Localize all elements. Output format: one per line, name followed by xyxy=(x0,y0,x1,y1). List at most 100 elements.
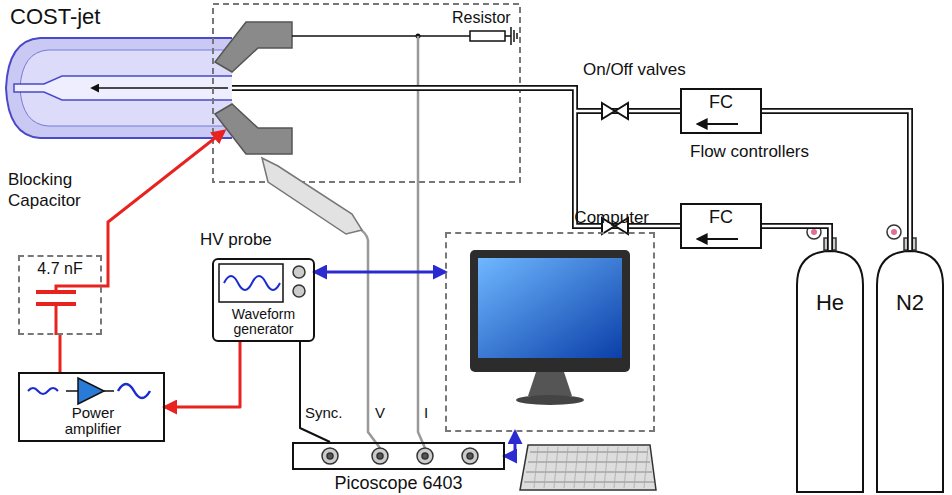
amplifier-symbol xyxy=(78,378,104,404)
part-name: HV probe xyxy=(200,230,272,250)
gas-pipe xyxy=(232,88,680,226)
generator-screen xyxy=(293,266,305,278)
bnc-jack xyxy=(417,448,433,464)
capacitor-symbol xyxy=(36,131,224,335)
device-name: COST-jet xyxy=(10,4,100,30)
keyboard xyxy=(534,447,538,488)
current-lead xyxy=(418,36,425,448)
resistor-symbol xyxy=(505,35,511,37)
amplifier-symbol xyxy=(28,378,150,404)
keyboard xyxy=(574,447,578,488)
keyboard xyxy=(614,447,618,488)
keyboard xyxy=(584,447,588,488)
capacitor-symbol xyxy=(55,304,58,335)
resistor-symbol xyxy=(516,33,518,39)
gas-line xyxy=(762,111,910,250)
node-label: FC xyxy=(682,205,760,229)
generator-screen xyxy=(219,264,305,302)
hv-probe xyxy=(262,158,362,234)
bnc-jack xyxy=(327,453,333,459)
gas-regulator xyxy=(811,229,817,235)
signal-line xyxy=(505,432,515,456)
keyboard xyxy=(634,447,638,488)
node-heading: Blocking Capacitor xyxy=(8,169,108,211)
gas-cylinder: N2 xyxy=(875,250,945,493)
keyboard xyxy=(594,447,598,488)
gas-regulator xyxy=(887,225,901,239)
signal-line xyxy=(165,342,240,407)
node-label: Picoscope 6403 xyxy=(294,473,503,494)
monitor xyxy=(478,258,622,358)
keyboard xyxy=(520,445,656,490)
signal-line xyxy=(315,272,445,273)
resistor-symbol xyxy=(292,35,470,37)
gas-line xyxy=(762,226,830,250)
jet-body xyxy=(6,38,232,138)
bnc-jack xyxy=(372,448,388,464)
waveform-generator-box: Waveform generator xyxy=(212,258,315,342)
bnc-jack xyxy=(322,448,338,464)
node-label: Computer xyxy=(574,208,649,228)
keyboard xyxy=(564,447,568,488)
resistor-symbol xyxy=(470,31,505,41)
resistor-symbol xyxy=(510,27,512,45)
flow-arrow xyxy=(698,123,738,125)
electrode xyxy=(215,22,292,72)
node-label: FC xyxy=(682,90,760,114)
capacitor-box: Blocking Capacitor4.7 nF xyxy=(18,255,102,335)
gas-line xyxy=(762,226,830,250)
jet-housing xyxy=(213,4,520,182)
keyboard xyxy=(604,447,608,488)
part-name: Resistor xyxy=(452,8,511,27)
bnc-jack xyxy=(462,448,478,464)
flow-arrow xyxy=(698,238,738,240)
generator-screen xyxy=(219,264,283,302)
cylinder-outline xyxy=(877,251,943,492)
gas-line xyxy=(762,111,910,250)
node-label: Power amplifier xyxy=(48,405,138,437)
amplifier-symbol xyxy=(28,388,58,394)
node-label: He xyxy=(795,290,865,316)
gas-regulator xyxy=(891,229,897,235)
bnc-jack xyxy=(422,453,428,459)
gas-line xyxy=(762,226,830,250)
keyboard xyxy=(526,472,652,473)
node-label: N2 xyxy=(875,290,945,316)
flow-controller-box: FC xyxy=(680,203,762,249)
monitor xyxy=(470,250,630,405)
bnc-jack xyxy=(322,448,478,464)
keyboard xyxy=(644,447,648,488)
cylinder-outline xyxy=(875,250,945,493)
signal-line xyxy=(300,342,330,442)
valve-symbol xyxy=(602,103,628,119)
gas-line xyxy=(762,111,910,250)
signal-line xyxy=(505,432,515,456)
jet-body xyxy=(6,38,232,138)
jet-body xyxy=(92,87,228,89)
keyboard xyxy=(554,447,558,488)
gas-pipe xyxy=(232,88,680,226)
hv-probe xyxy=(262,158,380,448)
signal-name: V xyxy=(375,404,385,422)
signal-line xyxy=(59,335,62,372)
monitor xyxy=(528,372,572,396)
gas-pipe xyxy=(232,88,680,226)
monitor xyxy=(470,250,630,372)
signal-name: I xyxy=(424,404,428,422)
signal-line xyxy=(315,271,445,274)
jet-body xyxy=(14,76,232,100)
cylinder-outline xyxy=(795,250,865,493)
keyboard xyxy=(520,445,656,490)
generator-screen xyxy=(293,285,305,297)
amplifier-symbol xyxy=(66,390,78,392)
part-name: Flow controllers xyxy=(690,142,809,162)
computer-box: Computer xyxy=(445,232,655,432)
keyboard xyxy=(624,447,628,488)
bnc-jack xyxy=(467,453,473,459)
power-amplifier-box: Power amplifier xyxy=(18,372,165,442)
bnc-jack xyxy=(377,453,383,459)
keyboard xyxy=(544,447,548,488)
signal-line xyxy=(165,342,240,407)
amplifier-symbol xyxy=(118,384,150,398)
